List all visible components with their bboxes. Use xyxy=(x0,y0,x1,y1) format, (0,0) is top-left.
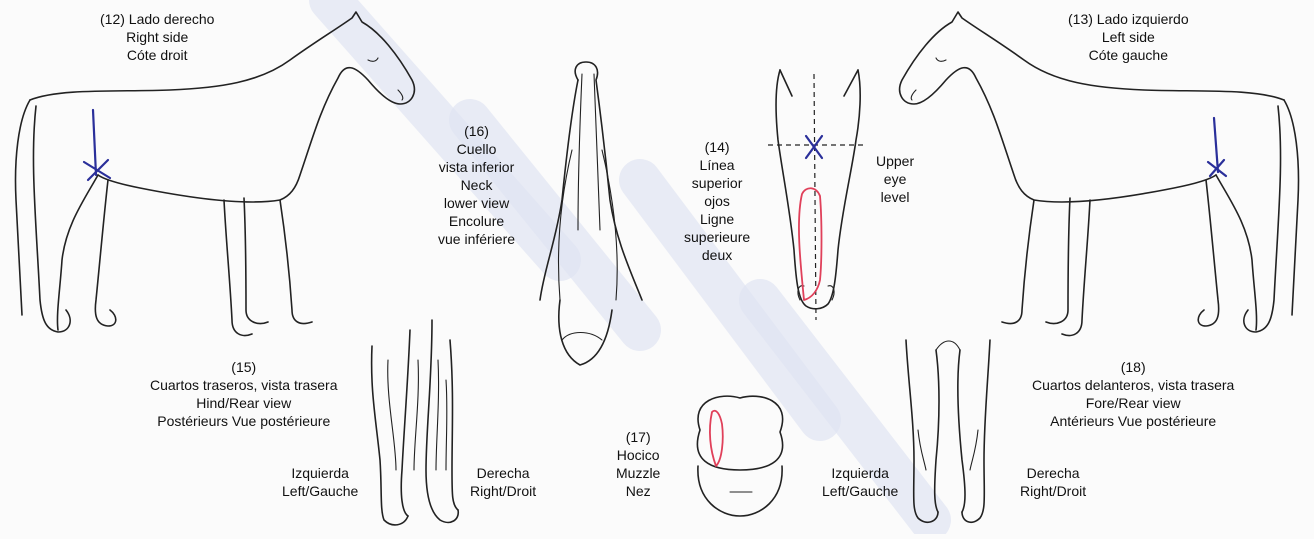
label-neck-lower-view: (16) Cuello vista inferior Neck lower vi… xyxy=(438,122,515,248)
label-fore-right-side: Derecha Right/Droit xyxy=(1020,464,1086,500)
hind-legs-rear-view xyxy=(372,320,459,525)
muzzle-view xyxy=(697,396,782,516)
center-line xyxy=(814,74,816,320)
blue-marking-left-side xyxy=(1208,118,1226,176)
label-hind-right-side: Derecha Right/Droit xyxy=(470,464,536,500)
label-upper-eye-level-es-fr: (14) Línea superior ojos Ligne superieur… xyxy=(684,138,750,264)
label-upper-eye-level-en: Upper eye level xyxy=(876,152,914,206)
label-muzzle: (17) Hocico Muzzle Nez xyxy=(616,428,660,500)
label-right-side: (12) Lado derecho Right side Cóte droit xyxy=(100,10,214,64)
label-fore-rear-view: (18) Cuartos delanteros, vista trasera F… xyxy=(1032,358,1234,430)
blue-marking-right-side xyxy=(84,110,110,180)
label-left-side: (13) Lado izquierdo Left side Cóte gauch… xyxy=(1068,10,1189,64)
label-hind-left-side: Izquierda Left/Gauche xyxy=(282,464,358,500)
head-front-view xyxy=(768,70,866,320)
label-fore-left-side: Izquierda Left/Gauche xyxy=(822,464,898,500)
horse-right-side xyxy=(16,12,415,335)
label-hind-rear-view: (15) Cuartos traseros, vista trasera Hin… xyxy=(150,358,338,430)
